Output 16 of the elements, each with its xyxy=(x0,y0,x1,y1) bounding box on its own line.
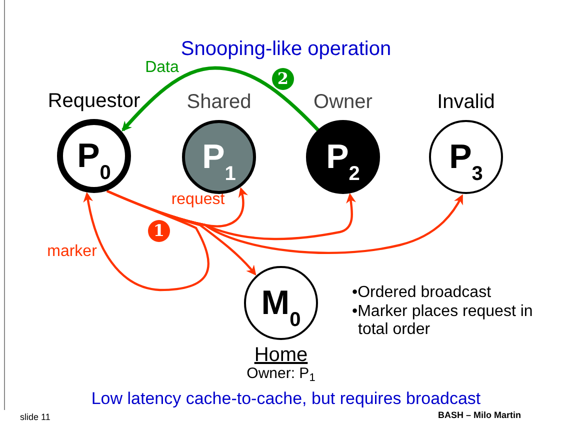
state-label: Requestor xyxy=(48,91,140,111)
state-label: Shared xyxy=(186,92,252,112)
edge-label: request xyxy=(171,192,225,208)
owner-label: Owner: P$_{1}$ xyxy=(246,366,316,381)
state-label: Owner xyxy=(314,92,372,112)
title: Snooping-like operation xyxy=(180,37,392,62)
footer-text: BASH – Milo Martin xyxy=(438,409,522,422)
state-label: Invalid xyxy=(437,92,495,112)
arrow xyxy=(122,66,320,132)
step-number: 2 xyxy=(272,68,294,90)
slide-number: slide 11 xyxy=(20,411,50,424)
bullet-text: •Marker places request in total order xyxy=(352,303,534,339)
caption: Low latency cache-to-cache, but requires broadcast xyxy=(90,388,482,410)
home-label: Home xyxy=(254,345,308,365)
bullet-text: •Ordered broadcast xyxy=(352,283,492,303)
step-number: 1 xyxy=(148,220,170,242)
